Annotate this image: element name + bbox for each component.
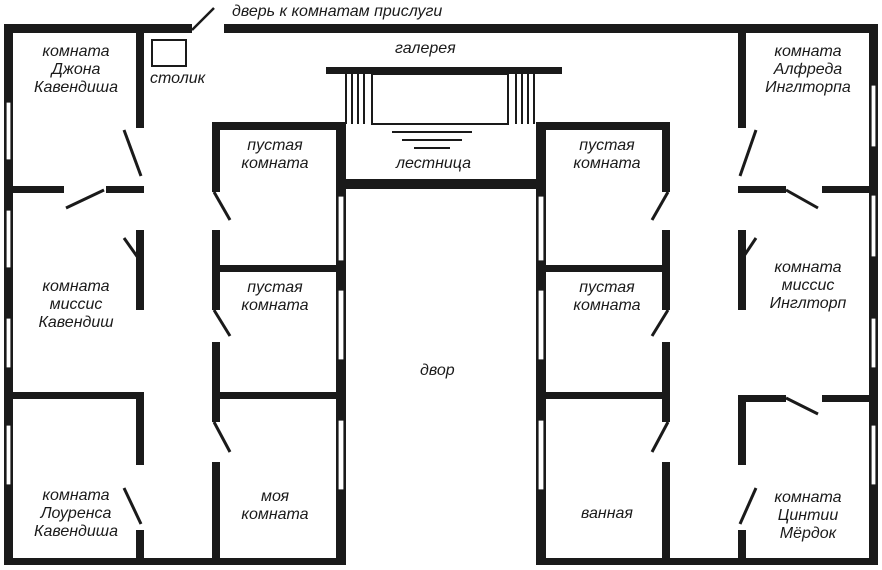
- gallery-label: галерея: [395, 40, 456, 57]
- bathroom-label: ванная: [581, 505, 633, 522]
- table-label: столик: [150, 70, 206, 87]
- staircase-label: лестница: [396, 155, 471, 172]
- gallery-staircase: [326, 67, 562, 149]
- left-wing-walls: [4, 24, 346, 565]
- courtyard-label: двор: [420, 362, 455, 379]
- windows: [5, 84, 877, 491]
- right-wing-walls: [536, 24, 878, 565]
- table-shape: [151, 39, 187, 67]
- doors: [65, 7, 819, 525]
- outer-walls: [4, 24, 878, 565]
- servant-door-label: дверь к комнатам прислуги: [232, 3, 443, 20]
